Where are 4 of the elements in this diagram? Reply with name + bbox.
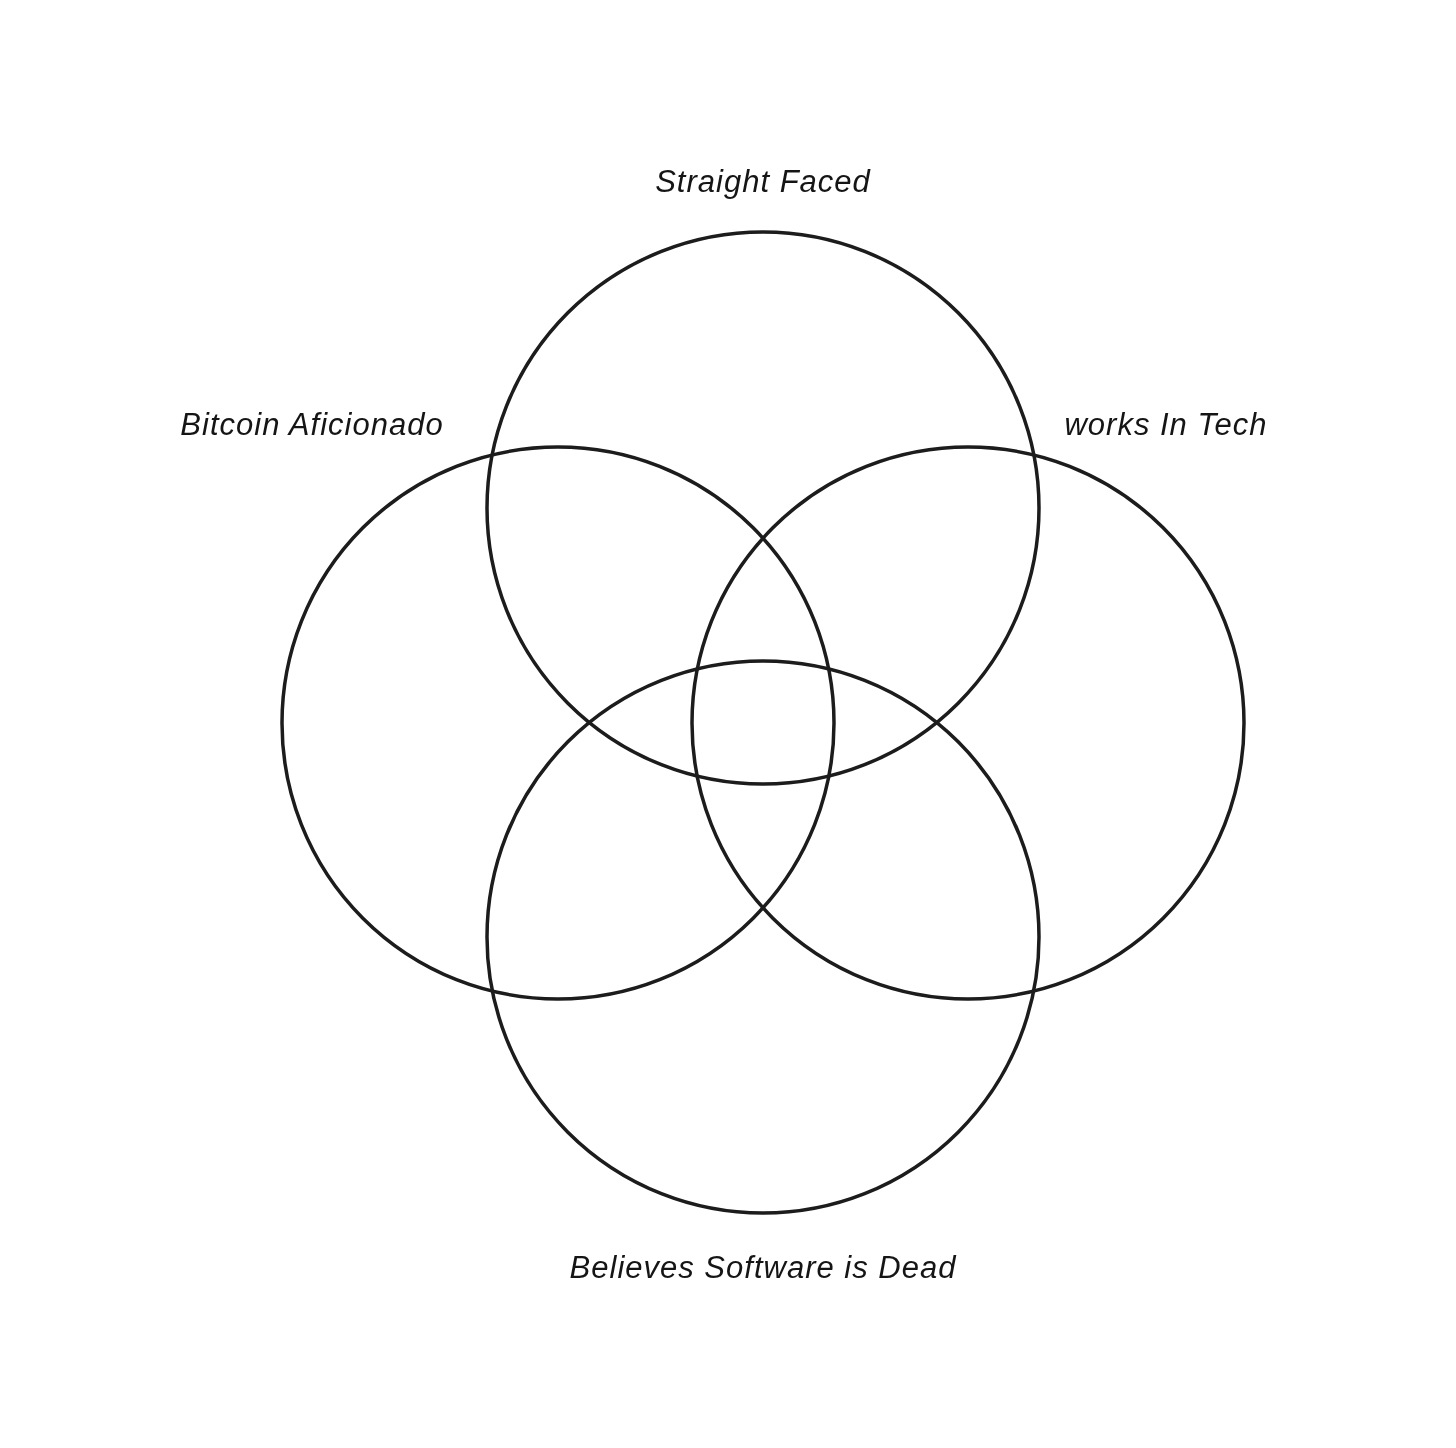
set-label: Bitcoin Aficionado <box>180 406 444 444</box>
set-label: Straight Faced <box>655 163 871 201</box>
set-label: Believes Software is Dead <box>569 1249 957 1287</box>
set-label: works In Tech <box>1064 406 1268 444</box>
